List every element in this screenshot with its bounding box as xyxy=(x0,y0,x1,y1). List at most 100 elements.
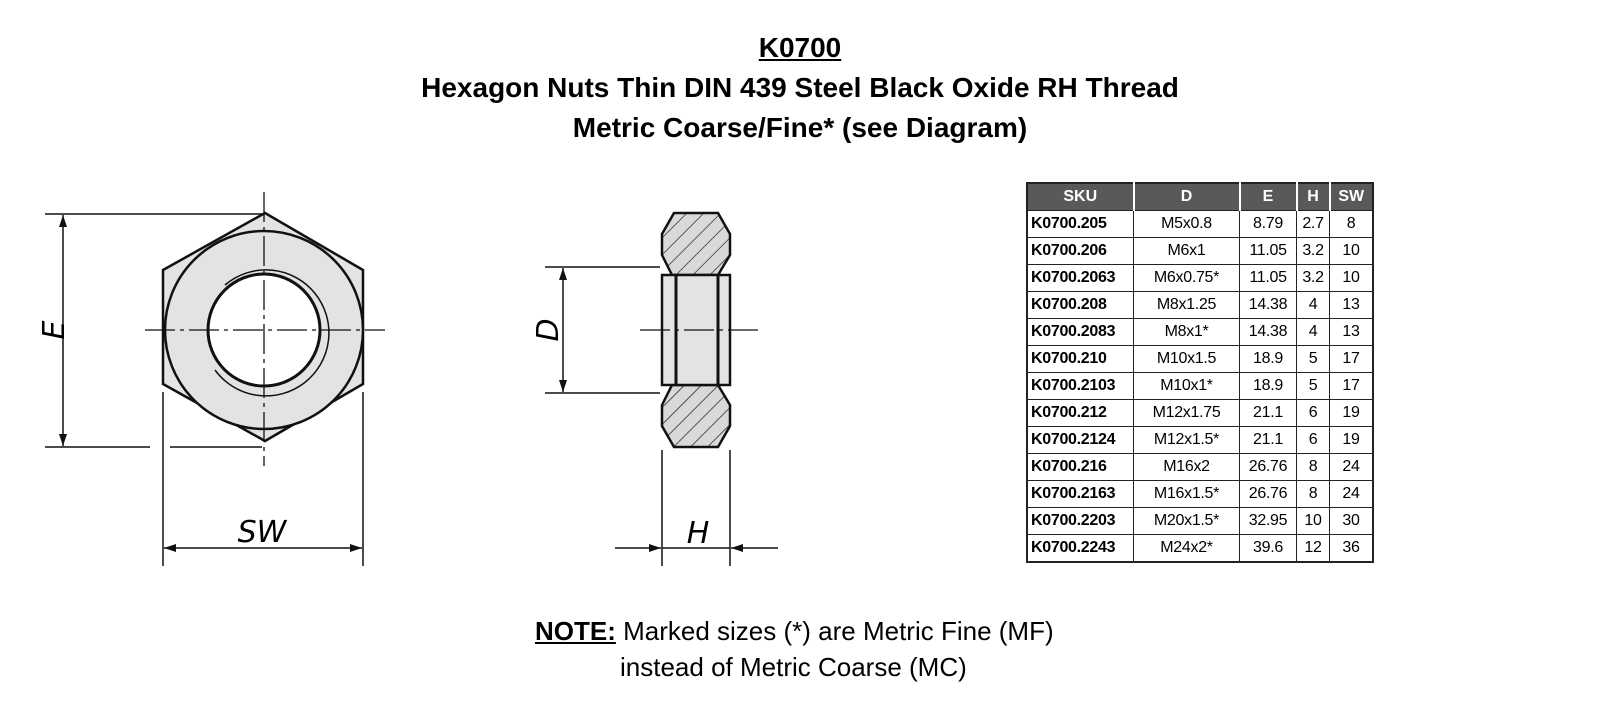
note-line-1: NOTE: Marked sizes (*) are Metric Fine (… xyxy=(535,612,1054,650)
header-d: D xyxy=(1132,183,1241,211)
cell-sku: K0700.2243 xyxy=(1026,534,1134,563)
cell-e: 8.79 xyxy=(1239,210,1297,238)
cell-h: 6 xyxy=(1296,426,1330,454)
cell-d: M12x1.5* xyxy=(1133,426,1240,454)
cell-sku: K0700.2083 xyxy=(1026,318,1134,346)
cell-d: M10x1.5 xyxy=(1133,345,1240,373)
cell-h: 12 xyxy=(1296,534,1330,563)
cell-sw: 19 xyxy=(1329,399,1374,427)
cell-sw: 24 xyxy=(1329,480,1374,508)
cell-h: 4 xyxy=(1296,318,1330,346)
cell-e: 26.76 xyxy=(1239,453,1297,481)
cell-sw: 10 xyxy=(1329,237,1374,265)
cell-e: 21.1 xyxy=(1239,426,1297,454)
cell-d: M10x1* xyxy=(1133,372,1240,400)
e-dimension-label: E xyxy=(37,320,72,339)
cell-d: M8x1* xyxy=(1133,318,1240,346)
cell-sw: 13 xyxy=(1329,291,1374,319)
cell-h: 5 xyxy=(1296,345,1330,373)
cell-h: 2.7 xyxy=(1296,210,1330,238)
cell-e: 32.95 xyxy=(1239,507,1297,535)
cell-e: 11.05 xyxy=(1239,264,1297,292)
cell-sku: K0700.2163 xyxy=(1026,480,1134,508)
cell-d: M16x2 xyxy=(1133,453,1240,481)
cell-d: M8x1.25 xyxy=(1133,291,1240,319)
table-header-row: SKU D E H SW xyxy=(1027,183,1373,211)
cell-sw: 10 xyxy=(1329,264,1374,292)
lower-section-hatch xyxy=(660,383,732,449)
cell-sku: K0700.216 xyxy=(1026,453,1134,481)
front-view: E SW xyxy=(37,192,385,566)
product-thread-title: Metric Coarse/Fine* (see Diagram) xyxy=(572,112,1028,143)
cell-sku: K0700.2103 xyxy=(1026,372,1134,400)
cell-e: 18.9 xyxy=(1239,345,1297,373)
cell-h: 10 xyxy=(1296,507,1330,535)
cell-sku: K0700.210 xyxy=(1026,345,1134,373)
cell-sw: 17 xyxy=(1329,345,1374,373)
cell-e: 14.38 xyxy=(1239,291,1297,319)
cell-sku: K0700.208 xyxy=(1026,291,1134,319)
cell-d: M16x1.5* xyxy=(1133,480,1240,508)
cell-d: M20x1.5* xyxy=(1133,507,1240,535)
side-view: D H xyxy=(531,211,778,566)
cell-e: 39.6 xyxy=(1239,534,1297,563)
cell-sw: 36 xyxy=(1329,534,1374,563)
cell-sw: 30 xyxy=(1329,507,1374,535)
cell-e: 14.38 xyxy=(1239,318,1297,346)
cell-sw: 17 xyxy=(1329,372,1374,400)
cell-sku: K0700.205 xyxy=(1026,210,1134,238)
cell-e: 26.76 xyxy=(1239,480,1297,508)
cell-sw: 24 xyxy=(1329,453,1374,481)
cell-h: 3.2 xyxy=(1296,264,1330,292)
cell-d: M5x0.8 xyxy=(1133,210,1240,238)
cell-d: M24x2* xyxy=(1133,534,1240,563)
sw-dimension-label: SW xyxy=(238,515,288,550)
cell-sku: K0700.206 xyxy=(1026,237,1134,265)
cell-e: 21.1 xyxy=(1239,399,1297,427)
cell-h: 4 xyxy=(1296,291,1330,319)
product-code-title: K0700 xyxy=(758,32,842,63)
note-line-2: instead of Metric Coarse (MC) xyxy=(620,652,967,682)
upper-section-hatch xyxy=(660,211,732,277)
cell-d: M6x1 xyxy=(1133,237,1240,265)
cell-h: 8 xyxy=(1296,453,1330,481)
cell-sku: K0700.2063 xyxy=(1026,264,1134,292)
cell-h: 5 xyxy=(1296,372,1330,400)
d-dimension-label: D xyxy=(531,318,566,341)
cell-sw: 8 xyxy=(1329,210,1374,238)
thread-major-arc xyxy=(214,269,330,397)
header-sku: SKU xyxy=(1027,183,1135,211)
cell-sw: 13 xyxy=(1329,318,1374,346)
cell-sku: K0700.2203 xyxy=(1026,507,1134,535)
product-name-title: Hexagon Nuts Thin DIN 439 Steel Black Ox… xyxy=(421,72,1179,103)
cell-sku: K0700.212 xyxy=(1026,399,1134,427)
cell-h: 3.2 xyxy=(1296,237,1330,265)
note-label: NOTE: xyxy=(535,616,616,646)
note-text-1: Marked sizes (*) are Metric Fine (MF) xyxy=(615,616,1054,646)
cell-d: M12x1.75 xyxy=(1133,399,1240,427)
cell-h: 6 xyxy=(1296,399,1330,427)
header-e: E xyxy=(1238,183,1298,211)
cell-e: 11.05 xyxy=(1239,237,1297,265)
header-h: H xyxy=(1295,183,1331,211)
cell-sw: 19 xyxy=(1329,426,1374,454)
cell-sku: K0700.2124 xyxy=(1026,426,1134,454)
title-block: K0700 Hexagon Nuts Thin DIN 439 Steel Bl… xyxy=(0,28,1600,148)
cell-h: 8 xyxy=(1296,480,1330,508)
cell-e: 18.9 xyxy=(1239,372,1297,400)
